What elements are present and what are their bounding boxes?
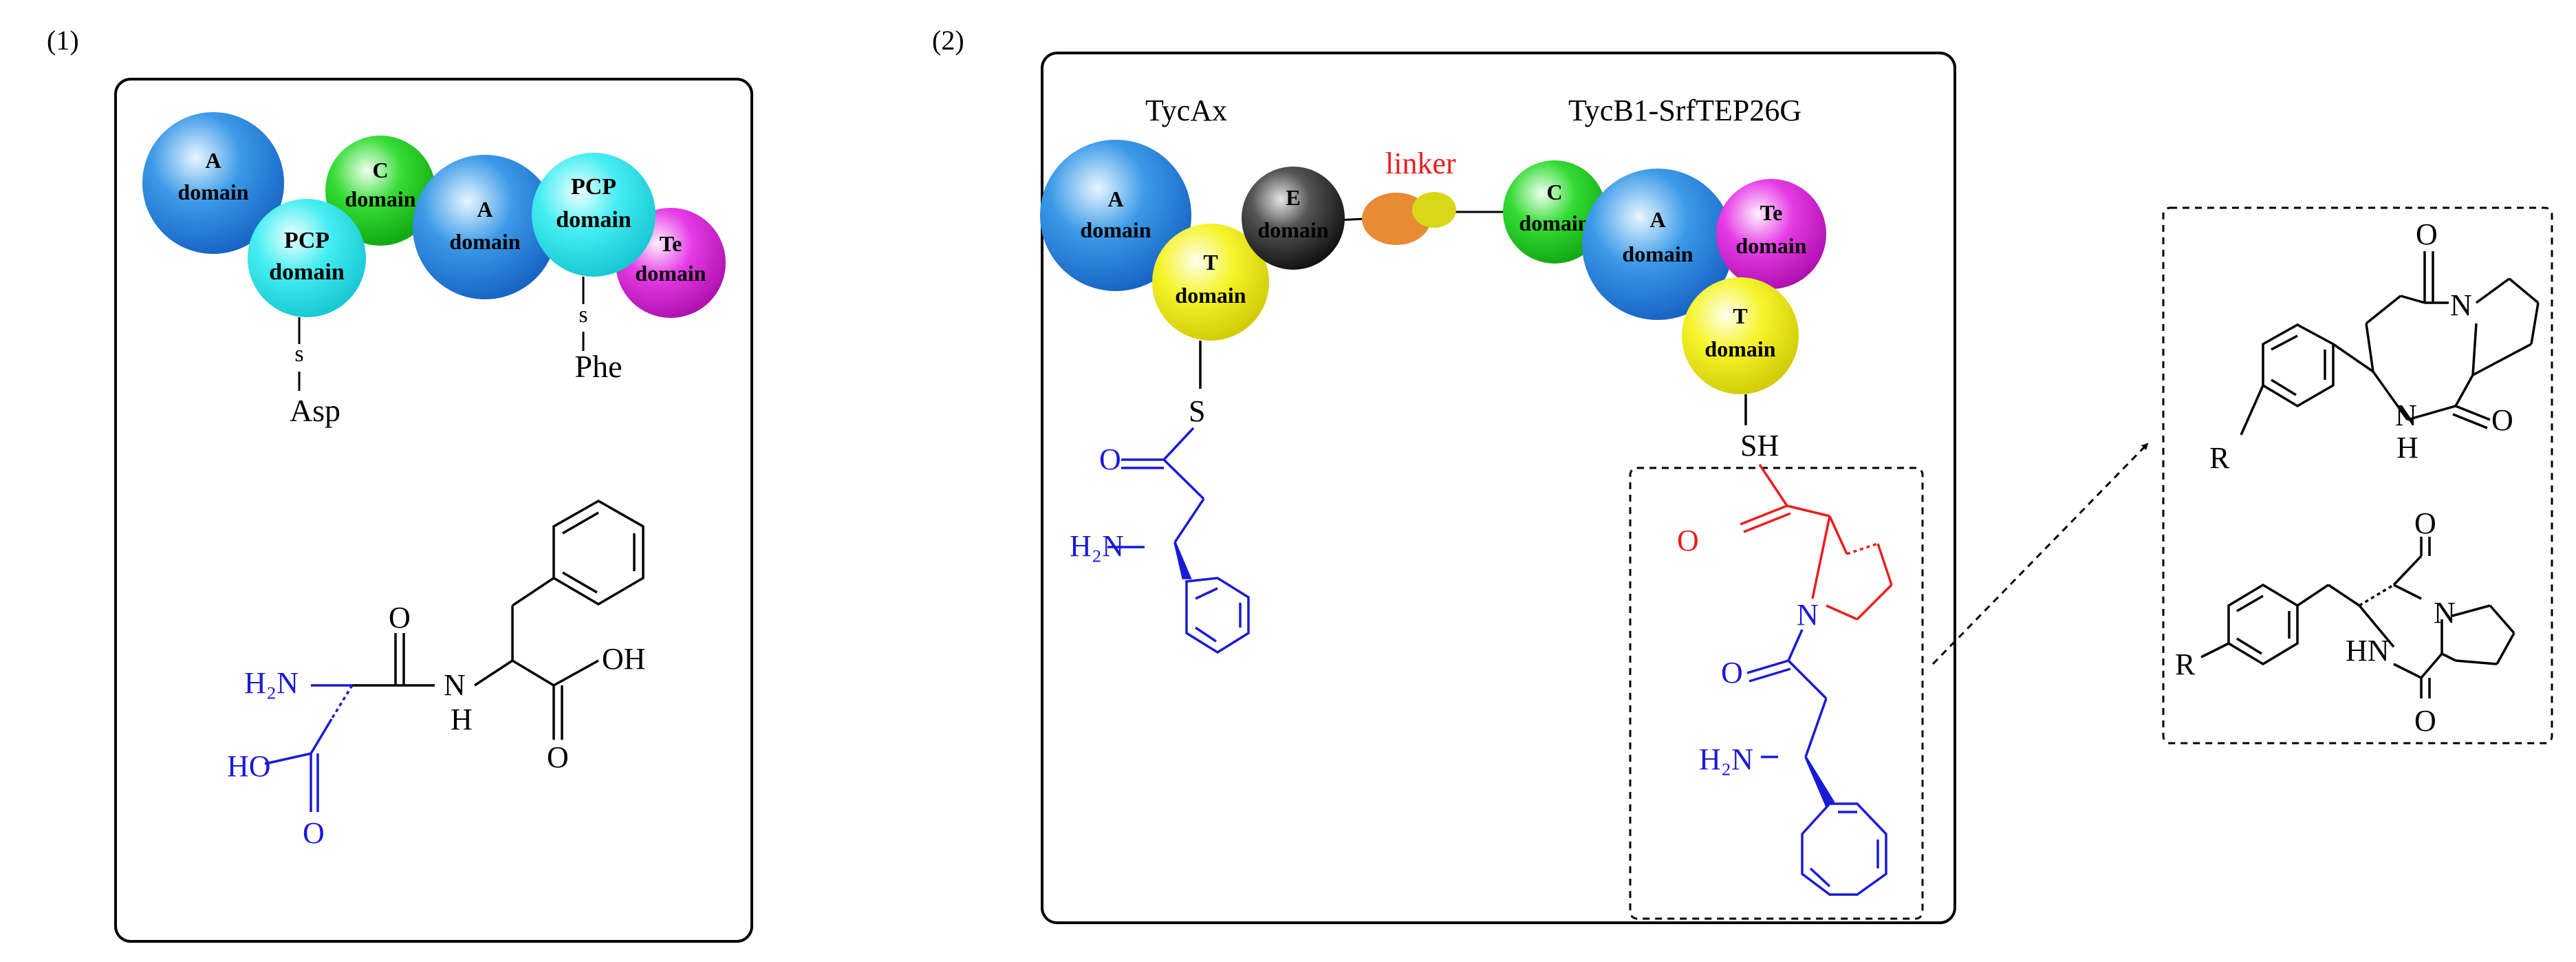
p2-title-right: TycB1-SrfTEP26G	[1568, 94, 1801, 127]
p1-o3: O	[547, 740, 569, 774]
p1-a2-line1: A	[477, 197, 493, 222]
p2-right-h2n: H₂N	[1699, 742, 1753, 776]
p2-product-arrow	[1931, 442, 2149, 665]
p1-c-line2: domain	[345, 186, 415, 211]
p2-te-line2: domain	[1735, 233, 1806, 258]
p1-o2: O	[389, 601, 411, 634]
p1-tether2-s: s	[578, 302, 587, 328]
p1-c-line1: C	[372, 158, 388, 182]
p2-a-domain-1: A domain	[1040, 140, 1191, 291]
product-bottom-r: R	[2175, 648, 2196, 681]
p1-pcp1-line1: PCP	[284, 228, 329, 253]
p2-left-thioester-structure: S O H₂N	[1070, 341, 1250, 654]
product-bottom-o1: O	[2414, 506, 2436, 540]
panel-2-label: (2)	[932, 25, 964, 56]
p1-tether2-aa: Phe	[575, 349, 623, 384]
p2-right-o-blue: O	[1721, 656, 1743, 690]
p2-title-left: TycAx	[1145, 94, 1227, 127]
p2-t1-line1: T	[1203, 250, 1217, 275]
p2-left-o: O	[1099, 442, 1121, 476]
p2-e-line2: domain	[1257, 217, 1328, 242]
p1-a-domain-2: A domain	[413, 155, 557, 299]
p1-te-line2: domain	[635, 261, 706, 286]
p2-e-line1: E	[1286, 185, 1300, 210]
p1-pcp-domain-1: PCP domain	[248, 199, 366, 317]
p1-tether-asp: s Asp	[290, 317, 340, 428]
p2-c-domain: C domain	[1503, 160, 1606, 264]
p1-te-line1: Te	[660, 231, 682, 256]
p1-dipeptide-structure: H₂N HO O O N H OH O	[227, 499, 646, 850]
p1-pcp1-line2: domain	[269, 259, 345, 285]
p1-a-domain-1: A domain	[142, 112, 284, 254]
products-box	[2162, 206, 2553, 745]
p1-o1: O	[303, 816, 325, 850]
p2-t2-line2: domain	[1704, 336, 1775, 361]
p1-h2n: H₂N	[244, 666, 299, 700]
p1-a1-line1: A	[205, 148, 221, 173]
p2-right-o-red: O	[1677, 524, 1699, 557]
product-bottom-structure: O N R HN O	[2175, 506, 2515, 738]
p2-t2-line1: T	[1733, 303, 1747, 328]
p1-c-domain: C domain	[325, 136, 435, 246]
product-top-nh-h: H	[2396, 431, 2418, 464]
p1-nh-n: N	[444, 668, 466, 702]
p1-pcp-domain-2: PCP domain	[532, 153, 656, 277]
product-top-structure: O N R N H O	[2209, 217, 2540, 475]
p2-c-line1: C	[1546, 180, 1562, 204]
p1-pcp2-line2: domain	[556, 207, 631, 233]
product-top-o1: O	[2416, 217, 2438, 251]
p2-left-h2n: H₂N	[1070, 529, 1124, 563]
panel-1-label: (1)	[47, 25, 79, 56]
p2-right-sh: SH	[1740, 429, 1779, 462]
p1-tether1-s: s	[294, 341, 303, 367]
p1-tether-phe: s Phe	[575, 277, 623, 384]
p2-a-domain-2: A domain	[1582, 169, 1733, 320]
p2-te-domain: Te domain	[1716, 179, 1826, 289]
product-top-nh-n: N	[2395, 398, 2417, 432]
product-bottom-n: N	[2434, 596, 2456, 630]
p2-c-line2: domain	[1519, 211, 1590, 235]
p2-t-domain-1: T domain	[1152, 224, 1269, 341]
p2-t1-line2: domain	[1175, 283, 1246, 308]
p2-linker	[1362, 192, 1456, 245]
p2-te-line1: Te	[1760, 200, 1783, 225]
p2-right-thioester-structure: SH O N O H₂N	[1677, 394, 1893, 896]
panel-2-frame	[1041, 52, 1956, 924]
panel-1-frame	[114, 78, 753, 943]
p1-a1-line2: domain	[177, 180, 248, 204]
p2-t-domain-2: T domain	[1682, 277, 1799, 394]
product-top-n: N	[2450, 288, 2472, 322]
p2-right-n: N	[1797, 598, 1819, 632]
product-bottom-hn: HN	[2346, 634, 2390, 667]
p2-a1-line2: domain	[1080, 217, 1151, 242]
p1-a2-line2: domain	[449, 229, 520, 254]
product-bottom-o2: O	[2414, 704, 2436, 738]
p2-substrate-box	[1629, 467, 1924, 920]
p2-left-s: S	[1189, 394, 1205, 428]
p1-oh: OH	[602, 642, 646, 676]
product-top-o2: O	[2491, 403, 2513, 437]
p2-a1-line1: A	[1107, 186, 1123, 211]
p1-ho: HO	[227, 749, 271, 783]
p2-e-domain: E domain	[1242, 167, 1345, 270]
p2-a2-line2: domain	[1622, 242, 1693, 266]
p1-pcp2-line1: PCP	[571, 174, 616, 200]
product-top-r: R	[2209, 441, 2230, 475]
p1-tether1-aa: Asp	[290, 393, 340, 428]
p1-nh-h: H	[451, 703, 473, 736]
p2-a2-line1: A	[1649, 207, 1665, 232]
p2-linker-label: linker	[1385, 147, 1456, 180]
